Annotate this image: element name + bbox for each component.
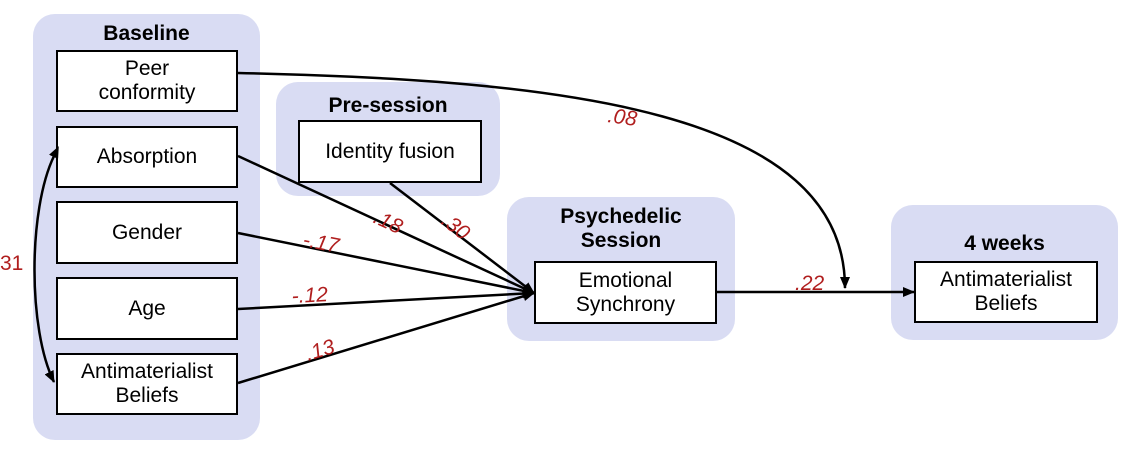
emotional-synchrony-label-1: Emotional	[578, 268, 673, 292]
covariance-absorption-anti	[33, 146, 59, 383]
arrow-absorption-to-sync	[237, 154, 535, 295]
coef-age-to-sync: -.12	[291, 283, 329, 308]
identity-fusion-node: Identity fusion	[298, 120, 482, 183]
age-node: Age	[56, 277, 238, 340]
coef-peer-to-outcome: .08	[606, 104, 638, 131]
psychedelic-title-line1: Psychedelic	[560, 205, 682, 228]
antimaterialist-baseline-label-2: Beliefs	[115, 384, 179, 407]
emotional-synchrony-label-2: Synchrony	[575, 292, 676, 316]
gender-label: Gender	[111, 220, 183, 244]
psychedelic-session-title: Psychedelic Session	[507, 205, 735, 253]
coef-sync-to-outcome: .22	[795, 272, 825, 295]
pre-session-title: Pre-session	[328, 94, 448, 117]
arrow-age-to-sync	[237, 288, 535, 311]
absorption-node: Absorption	[56, 126, 238, 188]
gender-node: Gender	[56, 201, 238, 264]
antimaterialist-4weeks-label-2: Beliefs	[974, 292, 1038, 315]
peer-conformity-label-1: Peer	[124, 57, 170, 80]
baseline-title: Baseline	[103, 22, 190, 45]
coef-gender-to-sync: -.17	[301, 228, 342, 258]
emotional-synchrony-node: Emotional Synchrony	[534, 261, 717, 324]
coef-anti-to-sync: .13	[303, 335, 338, 366]
four-weeks-title: 4 weeks	[964, 232, 1045, 255]
absorption-label: Absorption	[96, 145, 198, 168]
arrow-gender-to-sync	[237, 231, 535, 296]
arrow-peer-to-outcome	[237, 71, 850, 289]
antimaterialist-4weeks-label-1: Antimaterialist	[940, 268, 1072, 291]
coef-covariance: 31	[0, 252, 23, 275]
identity-fusion-label: Identity fusion	[325, 139, 455, 163]
antimaterialist-baseline-node: Antimaterialist Beliefs	[56, 353, 238, 415]
arrow-anti-to-sync	[237, 291, 535, 385]
peer-conformity-node: Peer conformity	[56, 50, 238, 112]
coef-absorption-to-sync: .18	[370, 206, 406, 239]
psychedelic-title-line2: Session	[580, 229, 662, 252]
coef-fusion-to-sync: .30	[437, 209, 474, 245]
arrow-fusion-to-sync	[389, 182, 535, 294]
age-label: Age	[128, 296, 166, 320]
peer-conformity-label-2: conformity	[98, 81, 196, 104]
antimaterialist-baseline-label-1: Antimaterialist	[81, 360, 213, 383]
antimaterialist-4weeks-node: Antimaterialist Beliefs	[914, 261, 1098, 323]
